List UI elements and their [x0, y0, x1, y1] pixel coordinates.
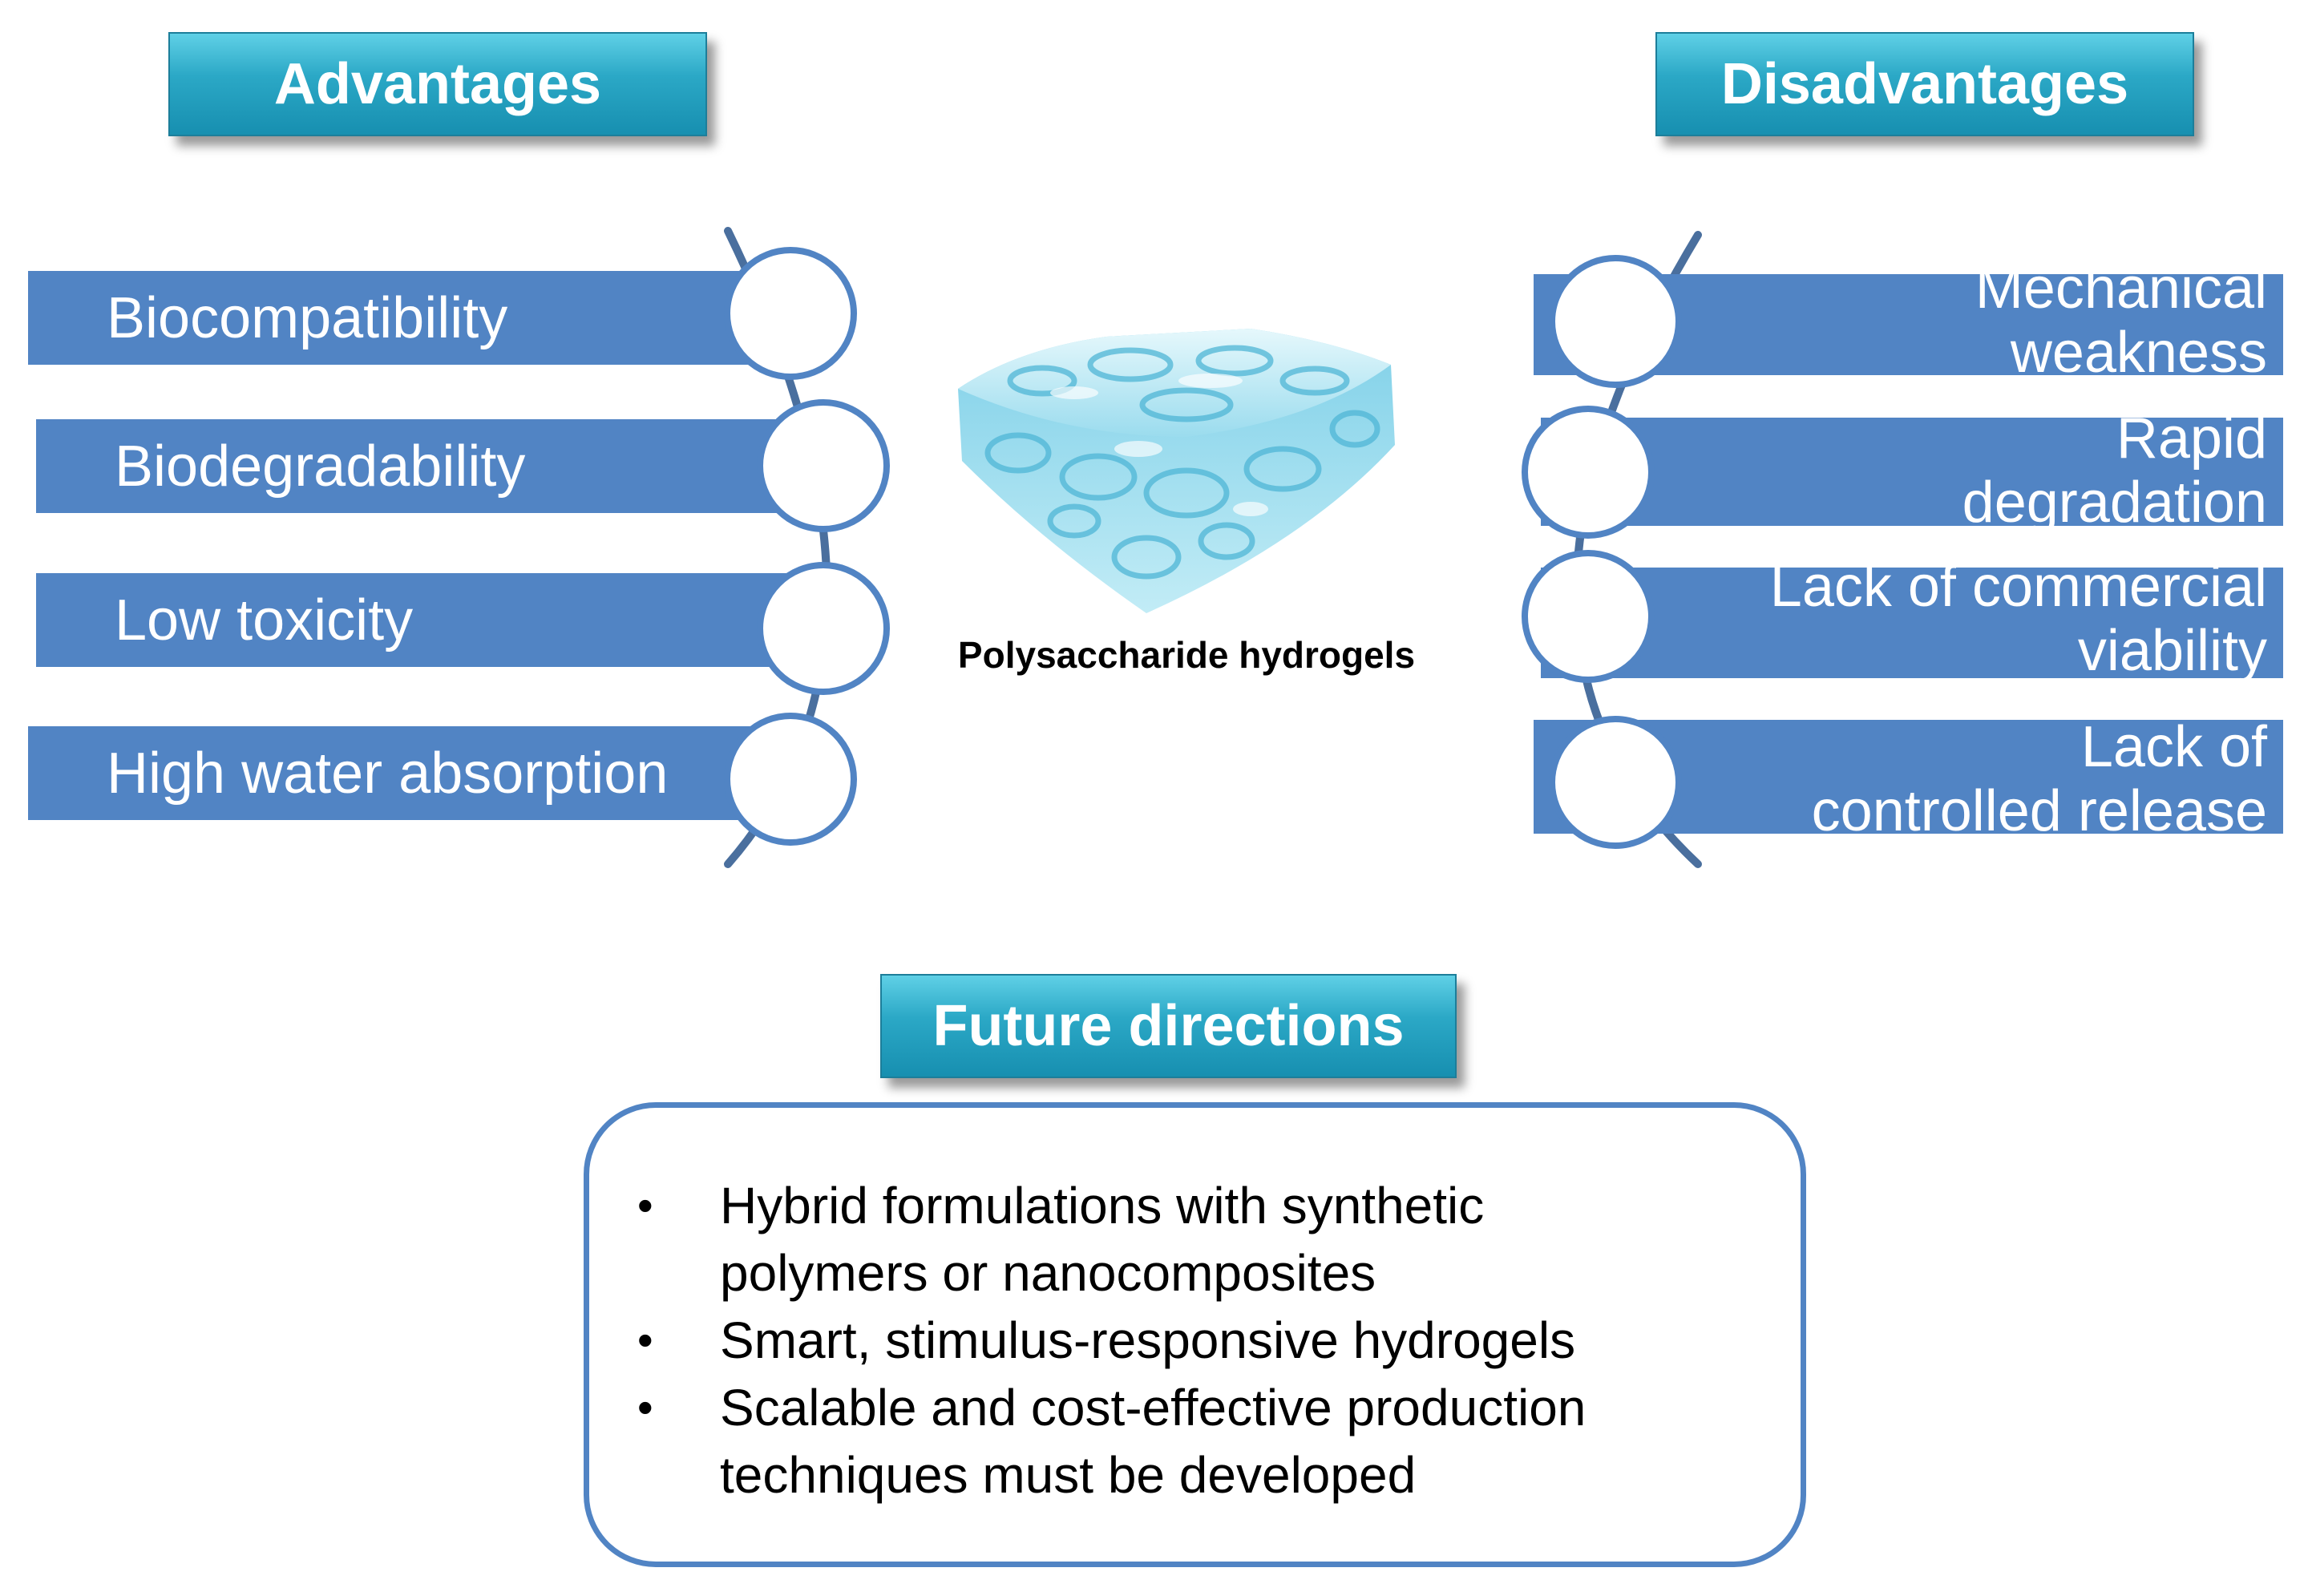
list-item: • Scalable and cost-effective production…: [637, 1374, 1760, 1509]
hydrogel-image: [958, 329, 1395, 613]
list-item: • Smart, stimulus-responsive hydrogels: [637, 1307, 1760, 1374]
disadvantage-circle: [1522, 406, 1655, 539]
disadvantage-line1: Mechanical: [1975, 274, 2267, 321]
advantage-circle: [724, 713, 857, 846]
advantage-label: Biodegradability: [115, 434, 526, 499]
future-directions-title: Future directions: [932, 994, 1405, 1058]
advantage-circle: [724, 247, 857, 380]
future-line: Hybrid formulations with synthetic: [720, 1177, 1485, 1234]
advantage-circle: [757, 399, 890, 532]
advantage-label: Low toxicity: [115, 588, 414, 653]
disadvantages-title: Disadvantages: [1720, 52, 2129, 116]
future-line: polymers or nanocomposites: [720, 1244, 1376, 1302]
future-directions-list: • Hybrid formulations with synthetic pol…: [637, 1172, 1760, 1509]
disadvantage-circle: [1522, 550, 1655, 683]
advantage-item: Low toxicity: [36, 573, 830, 667]
future-directions-header: Future directions: [880, 974, 1457, 1078]
list-item: • Hybrid formulations with synthetic pol…: [637, 1172, 1760, 1307]
advantage-circle: [757, 562, 890, 695]
disadvantage-line2: degradation: [1962, 471, 2267, 526]
disadvantage-line2: weakness: [2010, 321, 2267, 375]
disadvantages-header: Disadvantages: [1655, 32, 2194, 136]
disadvantage-circle: [1549, 255, 1682, 388]
bullet: •: [637, 1382, 653, 1432]
future-line: Smart, stimulus-responsive hydrogels: [720, 1311, 1576, 1369]
advantage-item: Biodegradability: [36, 419, 830, 513]
disadvantage-line2: viability: [2077, 619, 2267, 678]
bullet: •: [637, 1180, 653, 1230]
advantage-item: Biocompatibility: [28, 271, 798, 365]
advantages-title: Advantages: [273, 52, 602, 116]
disadvantage-line1: Rapid: [2116, 418, 2267, 471]
advantage-label: Biocompatibility: [107, 285, 508, 350]
disadvantage-item: Rapid degradation: [1541, 418, 2283, 526]
disadvantage-circle: [1549, 716, 1682, 849]
disadvantage-item: Lack of commercial viability: [1541, 568, 2283, 678]
disadvantage-line2: controlled release: [1811, 779, 2267, 834]
hydrogel-caption: Polysaccharide hydrogels: [957, 634, 1416, 676]
advantage-label: High water absorption: [107, 741, 669, 806]
future-line: techniques must be developed: [720, 1446, 1417, 1504]
disadvantage-line1: Lack of commercial: [1769, 568, 2267, 619]
advantage-item: High water absorption: [28, 726, 798, 820]
disadvantage-line1: Lack of: [2080, 720, 2267, 779]
future-directions-box: • Hybrid formulations with synthetic pol…: [584, 1102, 1806, 1567]
bullet: •: [637, 1315, 653, 1365]
future-line: Scalable and cost-effective production: [720, 1379, 1587, 1436]
advantages-header: Advantages: [168, 32, 707, 136]
